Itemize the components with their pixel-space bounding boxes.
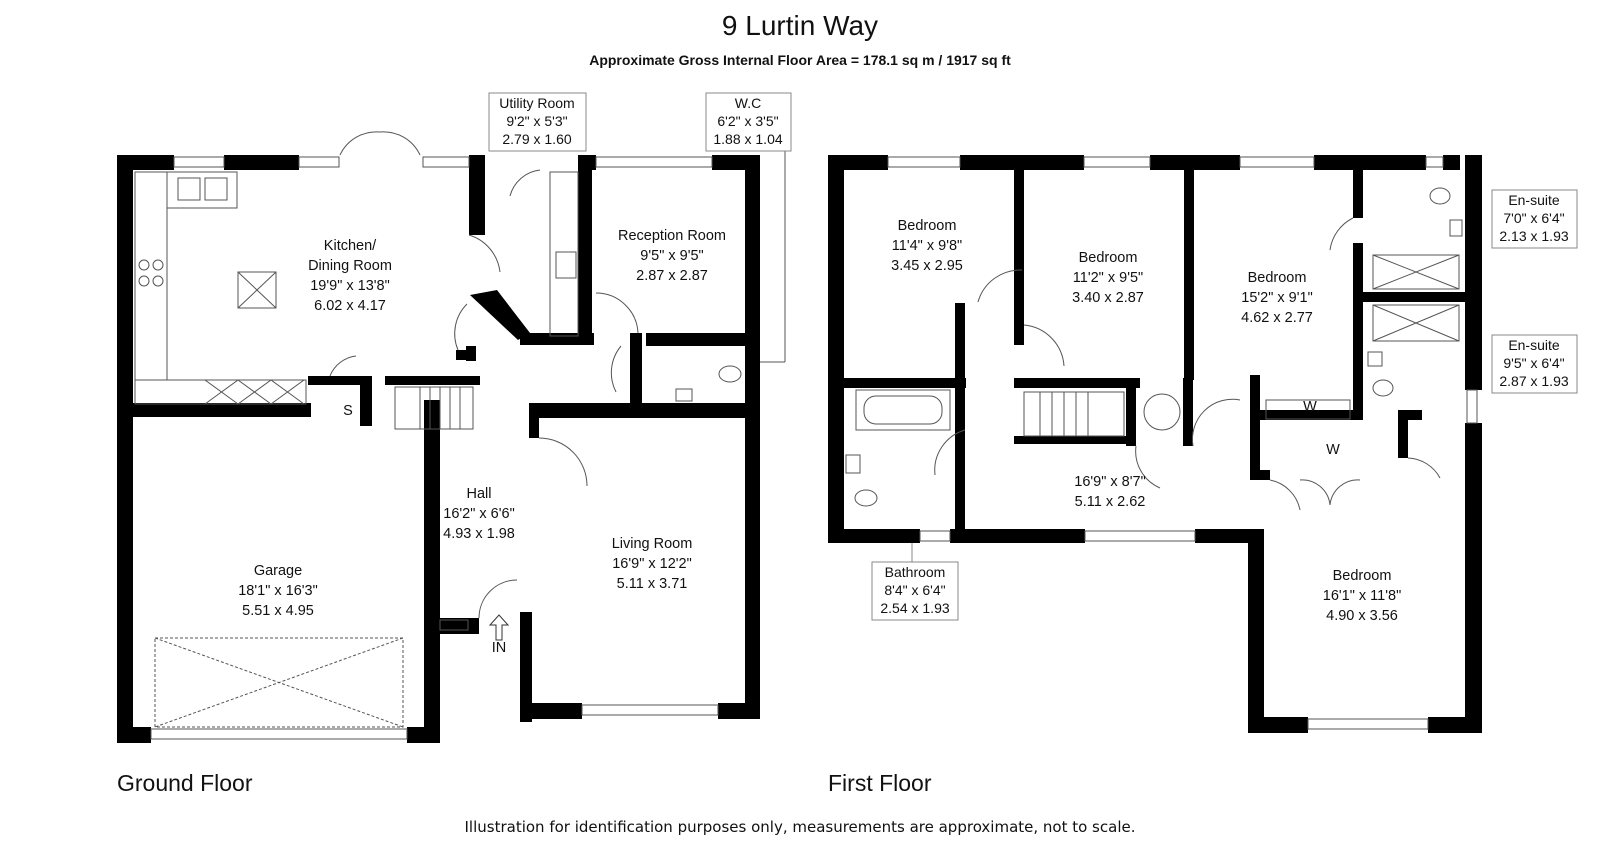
disclaimer-text: Illustration for identification purposes…: [464, 818, 1136, 836]
wc-dims-metric: 1.88 x 1.04: [713, 131, 782, 147]
ensuite2-label: En-suite: [1508, 337, 1560, 353]
store-label: S: [343, 403, 353, 419]
page-title: 9 Lurtin Way: [721, 10, 879, 41]
wc-dims-imperial: 6'2" x 3'5": [717, 113, 778, 129]
hall-label: Hall: [467, 486, 492, 502]
garage-dims-metric: 5.51 x 4.95: [242, 603, 314, 619]
reception-dims-imperial: 9'5" x 9'5": [640, 248, 703, 264]
kitchen-label-2: Dining Room: [308, 258, 392, 274]
entrance-arrow-icon: [488, 614, 510, 641]
garage-label: Garage: [254, 563, 302, 579]
bedroom4-dims-metric: 4.90 x 3.56: [1326, 608, 1398, 624]
entrance-label: IN: [492, 640, 507, 656]
bedroom4-dims-imperial: 16'1" x 11'8": [1323, 588, 1401, 604]
utility-dims-metric: 2.79 x 1.60: [502, 131, 571, 147]
living-dims-metric: 5.11 x 3.71: [617, 576, 688, 592]
ensuite1-dims-metric: 2.13 x 1.93: [1499, 228, 1568, 244]
living-label: Living Room: [612, 536, 693, 552]
first-floor-label: First Floor: [828, 770, 932, 796]
garage-dims-imperial: 18'1" x 16'3": [238, 583, 318, 599]
bathroom-label-box: [871, 561, 959, 621]
bedroom2-dims-imperial: 11'2" x 9'5": [1073, 270, 1143, 286]
bedroom1-label: Bedroom: [898, 218, 957, 234]
wc-label: W.C: [735, 95, 761, 111]
bedroom2-dims-metric: 3.40 x 2.87: [1072, 290, 1144, 306]
wc-label-box: [705, 92, 792, 152]
first-floor-fittings: [845, 156, 1478, 730]
ensuite2-dims-metric: 2.87 x 1.93: [1499, 373, 1568, 389]
floor-area-subtitle: Approximate Gross Internal Floor Area = …: [589, 52, 1011, 68]
bathroom-label: Bathroom: [885, 564, 946, 580]
ensuite2-dims-imperial: 9'5" x 6'4": [1503, 355, 1564, 371]
first-floor-plan: [828, 155, 1482, 733]
hall-dims-imperial: 16'2" x 6'6": [443, 506, 514, 522]
utility-label-box: [488, 92, 587, 152]
bedroom1-dims-imperial: 11'4" x 9'8": [892, 238, 962, 254]
bedroom3-dims-imperial: 15'2" x 9'1": [1241, 290, 1312, 306]
utility-dims-imperial: 9'2" x 5'3": [506, 113, 567, 129]
wardrobe1-label: W: [1303, 399, 1317, 415]
reception-label: Reception Room: [618, 228, 726, 244]
bathroom-dims-imperial: 8'4" x 6'4": [884, 582, 945, 598]
bedroom1-dims-metric: 3.45 x 2.95: [891, 258, 963, 274]
ground-floor-fittings: [134, 131, 786, 740]
kitchen-dims-metric: 6.02 x 4.17: [314, 298, 386, 314]
kitchen-label: Kitchen/: [324, 238, 377, 254]
bedroom2-label: Bedroom: [1079, 250, 1138, 266]
landing-dims-imperial: 16'9" x 8'7": [1074, 474, 1145, 490]
bedroom4-label: Bedroom: [1333, 568, 1392, 584]
ground-floor-label: Ground Floor: [117, 770, 253, 796]
utility-label: Utility Room: [499, 95, 574, 111]
bathroom-dims-metric: 2.54 x 1.93: [880, 600, 949, 616]
bedroom3-dims-metric: 4.62 x 2.77: [1241, 310, 1313, 326]
reception-dims-metric: 2.87 x 2.87: [636, 268, 708, 284]
ensuite2-label-box: [1491, 334, 1578, 394]
bedroom3-label: Bedroom: [1248, 270, 1307, 286]
ensuite1-dims-imperial: 7'0" x 6'4": [1503, 210, 1564, 226]
landing-dims-metric: 5.11 x 2.62: [1075, 494, 1146, 510]
kitchen-dims-imperial: 19'9" x 13'8": [310, 278, 390, 294]
hall-dims-metric: 4.93 x 1.98: [443, 526, 515, 542]
ensuite1-label-box: [1491, 189, 1578, 249]
wardrobe2-label: W: [1326, 442, 1340, 458]
living-dims-imperial: 16'9" x 12'2": [612, 556, 692, 572]
ensuite1-label: En-suite: [1508, 192, 1560, 208]
